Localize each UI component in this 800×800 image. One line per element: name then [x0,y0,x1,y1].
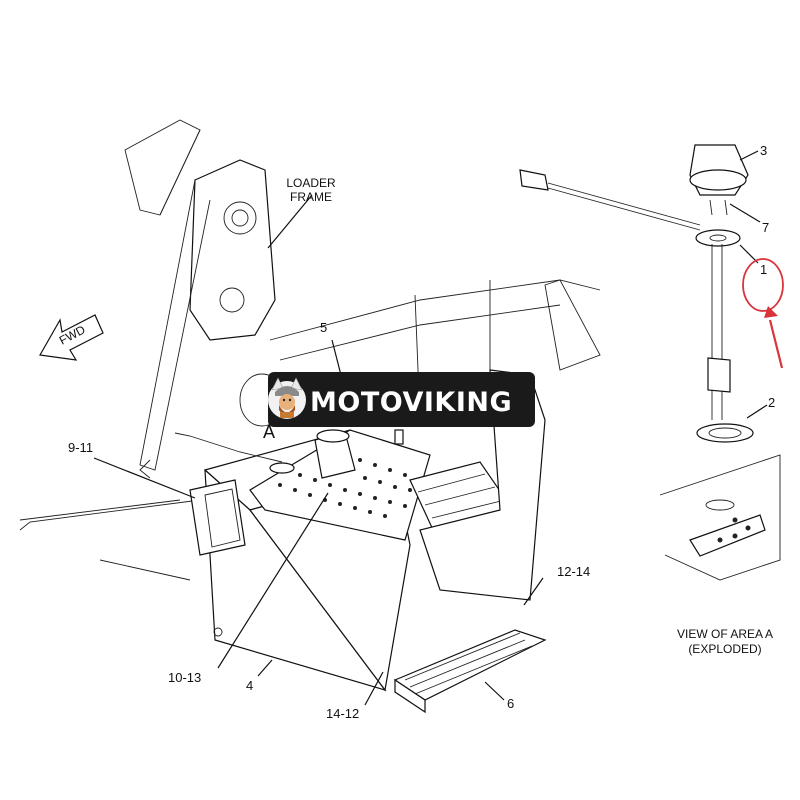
callout-12-14: 12-14 [557,564,590,579]
callout-1: 1 [760,262,767,277]
watermark: MOTOVIKING [268,372,535,427]
view-label-line1: VIEW OF AREA A [677,627,773,641]
callout-3: 3 [760,143,767,158]
step-assembly [393,369,547,714]
bracket-9-11 [189,479,246,556]
loader-frame-label-line2: FRAME [290,190,332,204]
area-a-label: A [263,422,275,442]
viking-mascot-icon [268,377,306,419]
loader-frame-label-line1: LOADER [286,176,336,190]
loader-frame [19,119,601,581]
labels: LOADER FRAME A VIEW OF AREA A (EXPLODED)… [68,143,775,721]
watermark-brand: MOTOVIKING [310,387,512,418]
watermark-banner [268,372,535,427]
exploded-view [519,144,781,581]
callout-7: 7 [762,220,769,235]
arrow-up-icon [764,306,778,318]
callout-9-11: 9-11 [68,440,93,455]
highlight-circle [742,258,784,312]
callout-2: 2 [768,395,775,410]
highlight-annotation [742,258,784,369]
view-label-line2: (EXPLODED) [688,642,761,656]
fuel-tank [174,429,431,692]
callout-10-13: 10-13 [168,670,201,685]
forward-arrow: FWD [39,314,104,361]
callout-5: 5 [320,320,327,335]
callout-6: 6 [507,696,514,711]
callout-14-12: 14-12 [326,706,359,721]
callout-4: 4 [246,678,253,693]
